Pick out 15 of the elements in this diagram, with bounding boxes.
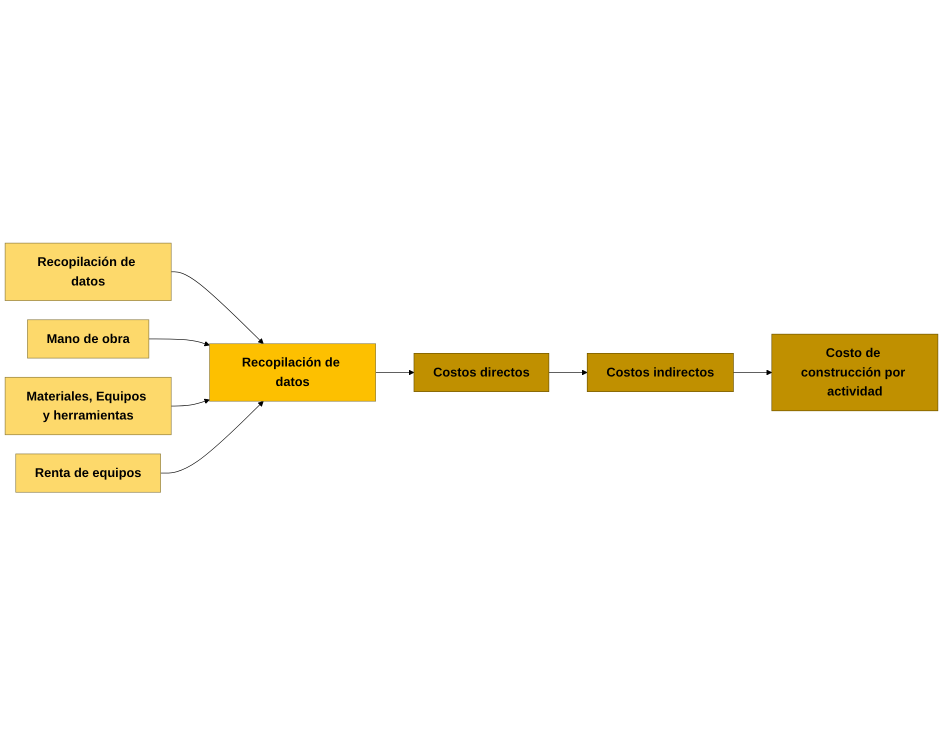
node-box: Recopilación de datos [4,243,172,302]
node-box: Mano de obra [27,320,150,359]
arrow [148,338,210,347]
arrow [548,370,588,376]
node-box: Renta de equipos [15,454,161,493]
node-box: Costos directos [414,353,550,392]
arrow [170,272,264,344]
node-box: Costo de construcción por actividad [771,334,938,412]
arrow [375,370,414,376]
node-box: Materiales, Equipos y herramientas [4,377,172,436]
arrow [160,401,264,474]
arrow [733,370,772,376]
node-box: Costos indirectos [586,353,734,392]
arrow [170,398,210,407]
node-box: Recopilación de datos [209,344,376,402]
